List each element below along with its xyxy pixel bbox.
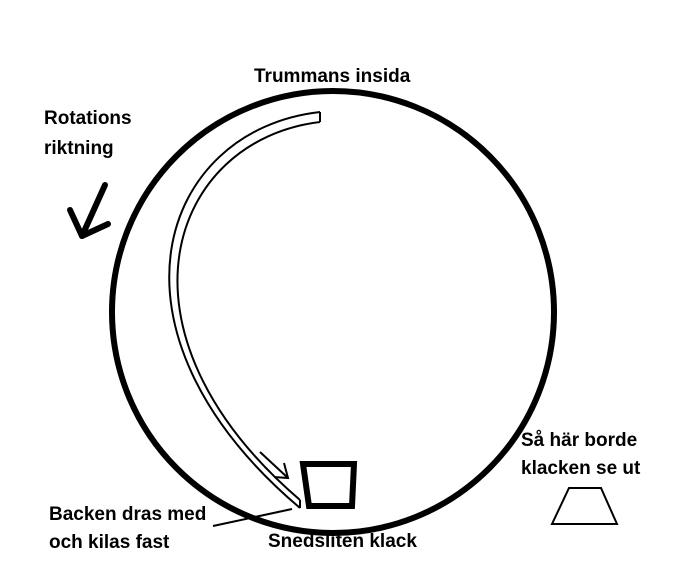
arrow-down-left-icon — [67, 182, 111, 239]
shoe-label-pointer-line — [212, 508, 293, 527]
label-proper-lug-line2: klacken se ut — [521, 458, 641, 479]
label-proper-lug-line1: Så här borde — [521, 430, 637, 451]
brake-shoe-inner-arc — [176, 121, 321, 501]
brake-shoe-outer-arc — [168, 111, 321, 509]
drum-circle — [109, 88, 557, 536]
proper-lug-shape — [550, 487, 619, 525]
pointer-arrow-to-lug — [259, 451, 290, 480]
label-worn-lug: Snedsliten klack — [268, 531, 417, 552]
label-shoe-line2: och kilas fast — [49, 532, 170, 553]
label-drum-inside: Trummans insida — [254, 66, 411, 87]
worn-lug-shape — [299, 461, 358, 509]
label-shoe-line1: Backen dras med — [49, 504, 206, 525]
label-rotation-line2: riktning — [44, 138, 114, 159]
label-rotation-line1: Rotations — [44, 108, 132, 129]
